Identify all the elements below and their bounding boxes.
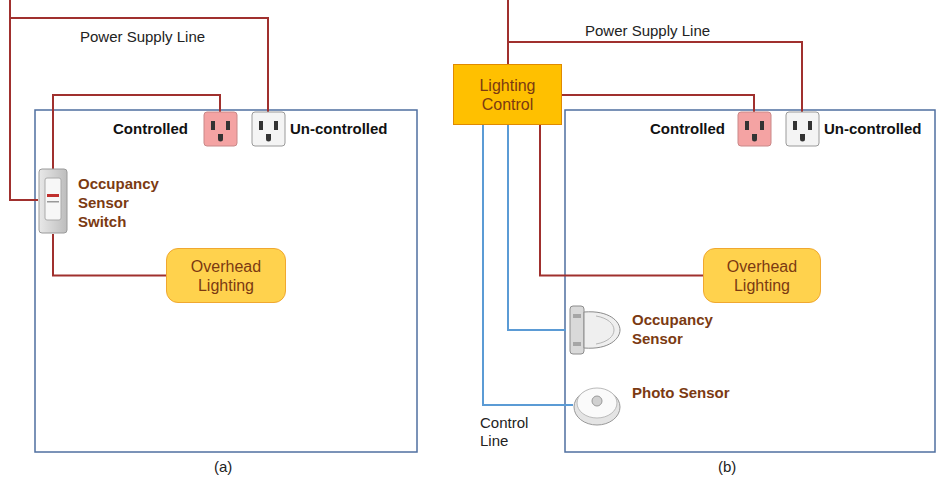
photo-sensor: Photo Sensor (573, 383, 742, 427)
box-label: Overhead Lighting (175, 257, 277, 295)
wire-connector (540, 125, 703, 276)
power-wire (53, 95, 220, 170)
power-wire (10, 18, 268, 112)
lighting-box: Overhead Lighting (166, 248, 286, 303)
outlet-label: Un-controlled (824, 120, 922, 138)
box-label: Lighting Control (462, 76, 553, 114)
box-label: Overhead Lighting (712, 257, 812, 295)
outlet-label: Un-controlled (290, 120, 388, 138)
occupancy-sensor: Occupancy Sensor (566, 300, 732, 360)
occupancy-sensor-switch: Occupancy Sensor Switch (38, 168, 178, 234)
wire-label: Power Supply Line (80, 28, 205, 46)
wire-connector (508, 125, 566, 330)
outlet-label: Controlled (650, 120, 725, 138)
device-label: Occupancy Sensor Switch (78, 174, 178, 231)
wire-connector (483, 125, 573, 405)
device-icon (38, 168, 68, 234)
controlled-outlet (738, 112, 771, 146)
room-outline (565, 110, 935, 452)
device-label: Photo Sensor (632, 383, 742, 402)
controlled-outlet (204, 112, 237, 146)
uncontrolled-outlet (252, 112, 285, 146)
room-outline (35, 110, 417, 452)
device-label: Occupancy Sensor (632, 310, 732, 348)
power-wire (507, 0, 509, 64)
power-wire (562, 95, 754, 112)
control-box: Lighting Control (453, 64, 562, 125)
panel-label: (b) (718, 458, 736, 476)
outlet-label: Controlled (113, 120, 188, 138)
device-icon (566, 300, 622, 360)
wire-connector (53, 234, 166, 276)
power-wire (10, 0, 38, 200)
panel-label: (a) (214, 458, 232, 476)
uncontrolled-outlet (786, 112, 819, 146)
wire-label: Control Line (480, 414, 540, 450)
wire-label: Power Supply Line (585, 22, 710, 40)
lighting-box: Overhead Lighting (703, 248, 821, 303)
device-icon (573, 383, 621, 427)
